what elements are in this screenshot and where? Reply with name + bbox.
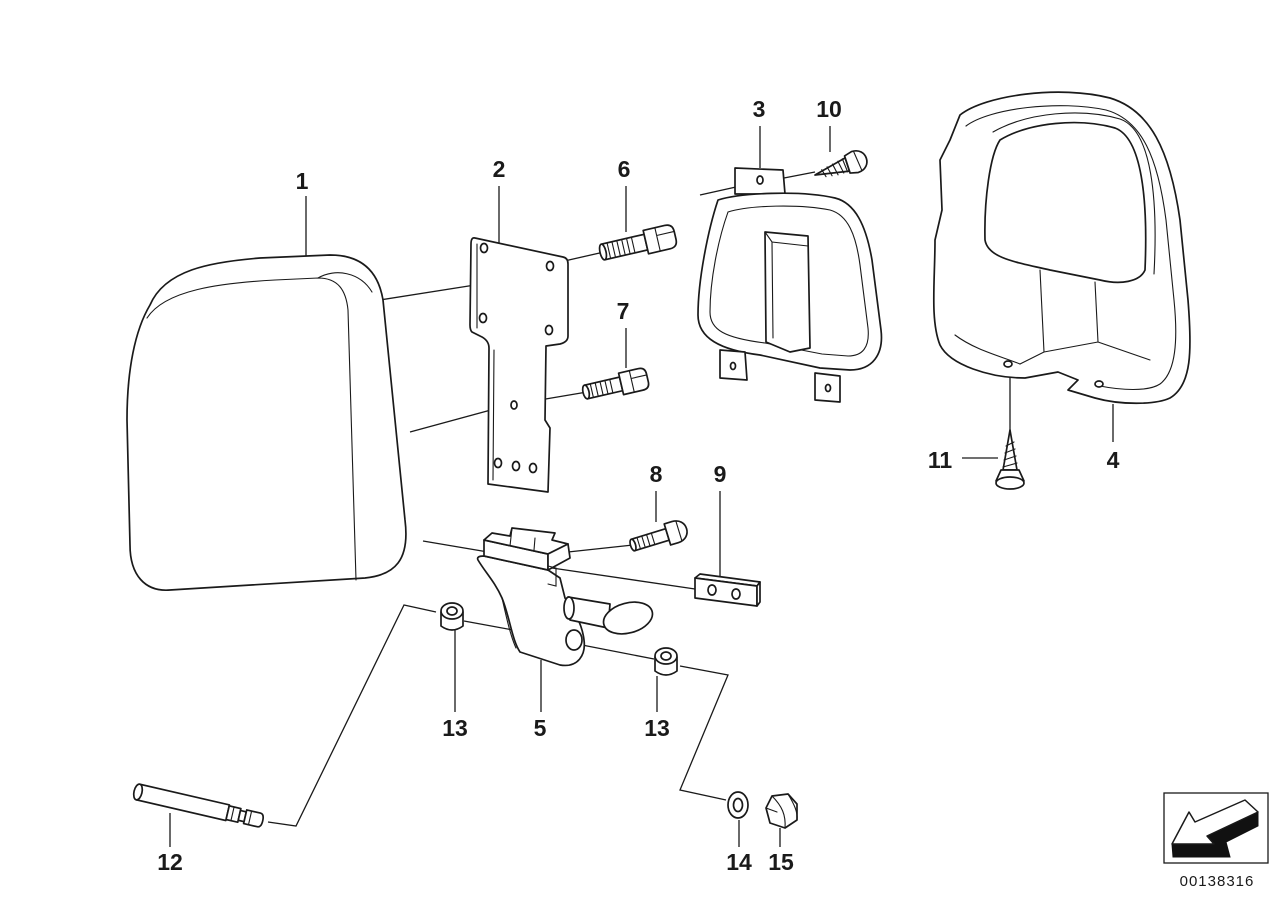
callout-8: 8	[650, 461, 663, 487]
threaded-strip	[694, 573, 761, 607]
self-tapping-screw-upper	[814, 149, 868, 178]
mounting-plate	[469, 237, 569, 493]
image-number: 00138316	[1180, 873, 1255, 890]
callout-15: 15	[768, 849, 794, 875]
callout-13-left: 13	[442, 715, 468, 741]
inner-bracket	[697, 167, 883, 403]
bushing-right	[654, 647, 678, 676]
hex-bolt-lower	[581, 367, 650, 400]
washer	[727, 791, 749, 819]
headrest-cushion	[126, 254, 407, 591]
catalog-arrow-icon	[1163, 792, 1269, 864]
callout-4: 4	[1107, 447, 1120, 473]
callout-13-right: 13	[644, 715, 670, 741]
countersunk-screw	[995, 429, 1025, 490]
cap-nut	[765, 793, 798, 829]
callout-2: 2	[493, 156, 506, 182]
pivot-pin	[132, 783, 265, 828]
callout-9: 9	[714, 461, 727, 487]
hinge-bracket	[476, 527, 654, 667]
callout-10: 10	[816, 96, 842, 122]
hinge-screw	[629, 520, 688, 552]
callout-7: 7	[617, 298, 630, 324]
hex-bolt-upper	[598, 224, 678, 261]
callout-1: 1	[296, 168, 309, 194]
bushing-left	[440, 602, 464, 631]
reference-lines	[267, 171, 1011, 827]
callout-3: 3	[753, 96, 766, 122]
leader-lines	[169, 126, 1114, 847]
callout-6: 6	[618, 156, 631, 182]
callout-11: 11	[928, 447, 953, 473]
callout-14: 14	[726, 849, 752, 875]
callout-12: 12	[157, 849, 183, 875]
rear-cover	[932, 91, 1191, 405]
callout-labels: 1 2 6 3 10 7 8 9 11 4 13 5 13 12 14 15	[157, 96, 1119, 875]
callout-5: 5	[534, 715, 547, 741]
